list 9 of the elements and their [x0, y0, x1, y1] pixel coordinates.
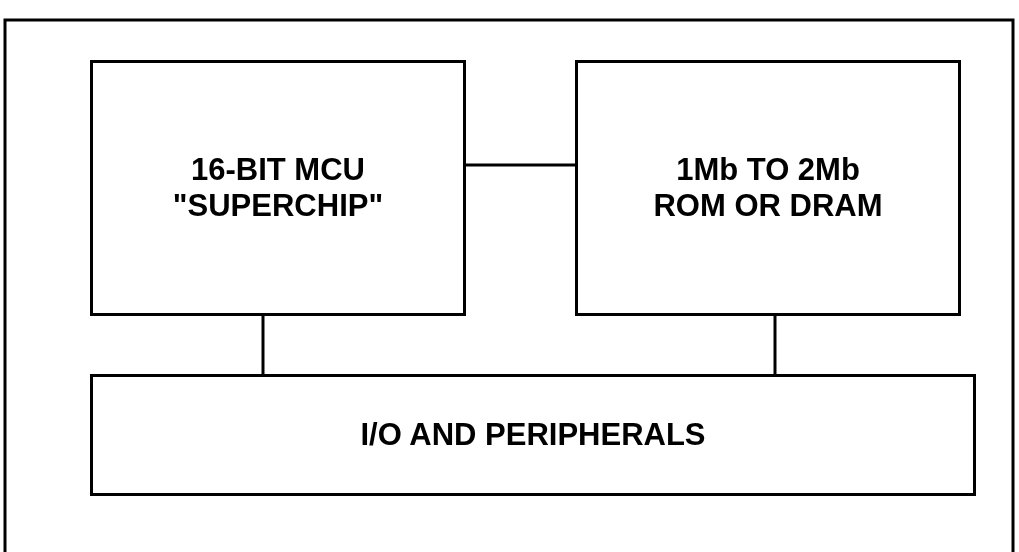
connector-line	[773, 316, 777, 374]
block-box	[90, 374, 976, 496]
block-box	[575, 60, 961, 316]
block-label: 1Mb TO 2Mb ROM OR DRAM	[653, 152, 883, 224]
block-label: 16-BIT MCU "SUPERCHIP"	[171, 152, 385, 224]
connector-line	[261, 316, 265, 374]
connector-line	[466, 163, 575, 167]
block-label: I/O AND PERIPHERALS	[360, 417, 706, 453]
block-box	[90, 60, 466, 316]
